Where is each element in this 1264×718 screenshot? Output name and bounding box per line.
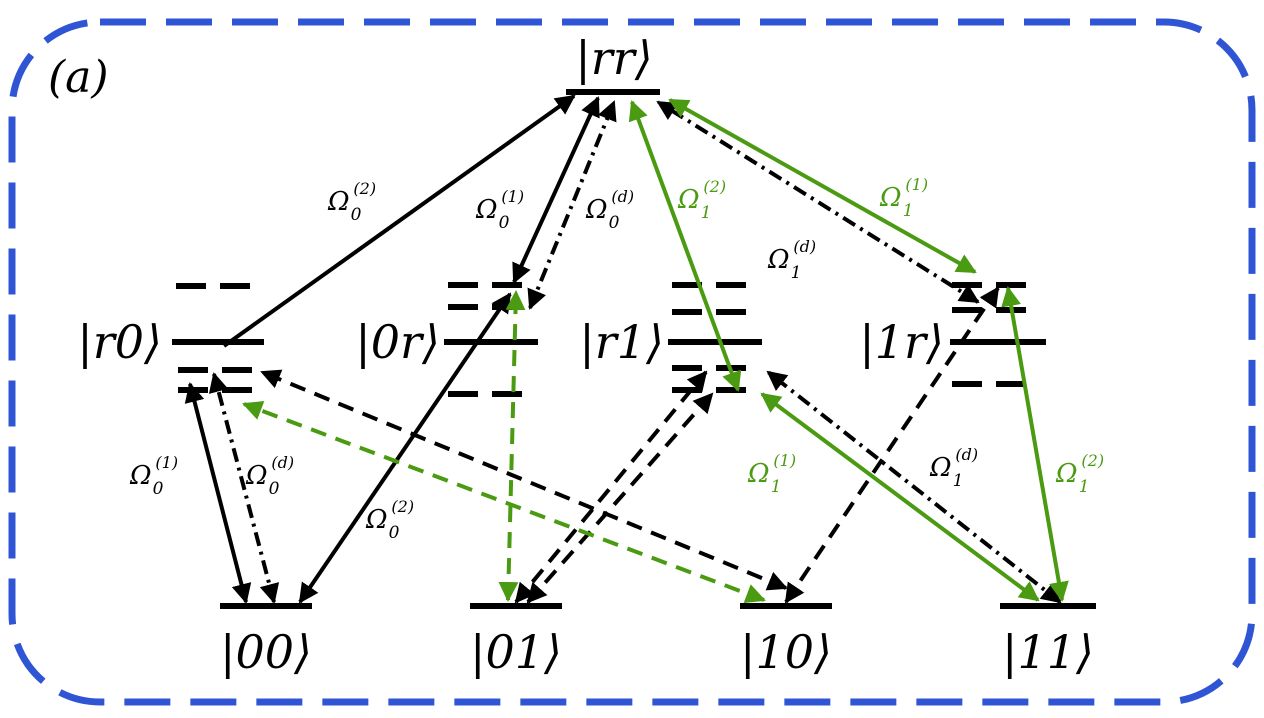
state-label-1r: |1r⟩ [859, 315, 944, 369]
state-label-10: |10⟩ [740, 625, 832, 679]
transition-00-r0 [184, 382, 252, 604]
rabi-label-0-2-lower: Ω0(2) [365, 497, 414, 543]
state-label-11: |11⟩ [1002, 625, 1094, 679]
rabi-label-1-d-lower: Ω1(d) [929, 445, 978, 491]
rabi-label-1-2-lower: Ω1(2) [1055, 451, 1104, 497]
transition-11-1r-green [1001, 286, 1069, 602]
rabi-label-1-1-upper: Ω1(1) [879, 175, 928, 221]
state-label-rr: |rr⟩ [575, 31, 652, 85]
transition-01-0r-green [498, 290, 526, 602]
rabi-label-0-2-upper: Ω0(2) [327, 179, 376, 225]
transition-0r-rr-detuned [527, 100, 617, 310]
rabi-label-0-d-lower: Ω0(d) [245, 453, 294, 499]
dashed-frame [8, 18, 1256, 706]
rabi-label-0-1-lower: Ω0(1) [129, 453, 178, 499]
state-label-0r: |0r⟩ [355, 315, 440, 369]
panel-label: (a) [48, 52, 109, 103]
transitions-green [242, 98, 1069, 604]
rabi-label-1-d-upper: Ω1(d) [767, 237, 816, 283]
transition-0r-rr [512, 96, 600, 284]
transition-11-r1-detuned [766, 370, 1062, 604]
transition-10-r0-green [242, 400, 766, 604]
transition-10-r0 [260, 369, 788, 591]
rabi-label-0-d-upper: Ω0(d) [585, 187, 634, 233]
rabi-label-1-2-upper: Ω1(2) [677, 177, 726, 223]
transition-1r-rr-detuned [656, 100, 980, 304]
rabi-label-0-1-upper: Ω0(1) [475, 187, 524, 233]
state-label-00: |00⟩ [220, 625, 312, 679]
rabi-labels: Ω0(2) Ω0(1) Ω0(d) Ω1(2) Ω1(1) Ω1(d) Ω0(1… [129, 175, 1104, 543]
state-label-01: |01⟩ [470, 625, 562, 679]
transition-11-r1-green [760, 392, 1040, 602]
state-label-r0: |r0⟩ [77, 315, 162, 369]
state-label-r1: |r1⟩ [579, 315, 664, 369]
transition-1r-rr-green [668, 98, 977, 274]
rabi-label-1-1-lower: Ω1(1) [747, 451, 796, 497]
